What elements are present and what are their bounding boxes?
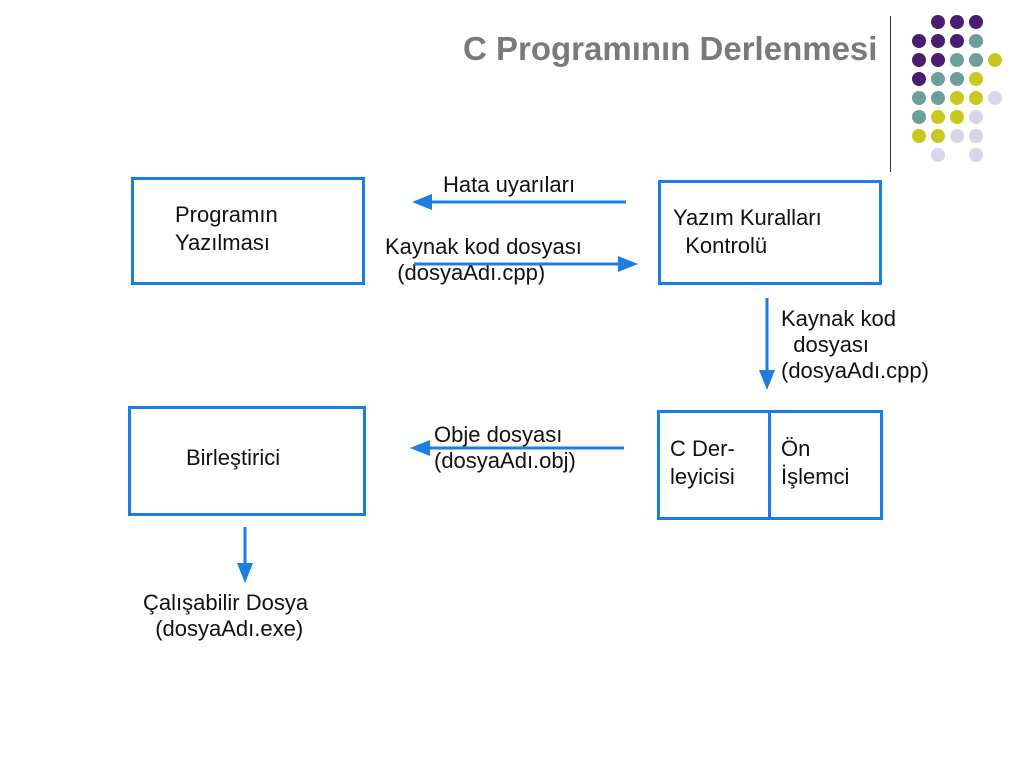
box-syntax-check (658, 180, 882, 285)
decorative-dot (931, 110, 945, 124)
arrow-errors-left (412, 194, 626, 210)
arrow-executable-down (237, 527, 253, 583)
decorative-dot (931, 148, 945, 162)
decorative-dot (931, 34, 945, 48)
label-executable: Çalışabilir Dosya (dosyaAdı.exe) (143, 590, 309, 641)
decorative-dot (969, 53, 983, 67)
decorative-dot (988, 91, 1002, 105)
arrow-source-down (759, 298, 775, 390)
decorative-dot (931, 53, 945, 67)
decorative-dot (912, 91, 926, 105)
decorative-dot (950, 110, 964, 124)
box-preprocessor-text: Ön İşlemci (781, 436, 850, 489)
decorative-dot (912, 129, 926, 143)
box-program-writing (131, 177, 365, 285)
box-linker-text: Birleştirici (186, 445, 281, 470)
decorative-dot (931, 72, 945, 86)
label-errors: Hata uyarıları (443, 172, 576, 197)
decorative-dot (988, 53, 1002, 67)
decorative-dot (950, 15, 964, 29)
decorative-dot (912, 34, 926, 48)
label-source-file-right: Kaynak kod dosyası (dosyaAdı.cpp) (781, 306, 929, 383)
decorative-dot (969, 34, 983, 48)
box-linker (128, 406, 366, 516)
box-divider (768, 410, 771, 520)
decorative-dot (950, 91, 964, 105)
decorative-dots (912, 15, 1002, 162)
decorative-dot (931, 91, 945, 105)
decorative-dot (969, 110, 983, 124)
decorative-dot (950, 72, 964, 86)
decorative-dot (969, 148, 983, 162)
decorative-dot (950, 129, 964, 143)
decorative-dot (969, 91, 983, 105)
box-syntax-check-text: Yazım Kuralları Kontrolü (673, 205, 822, 258)
decorative-dot (912, 110, 926, 124)
decorative-dot (969, 129, 983, 143)
arrow-source-right (414, 256, 638, 272)
decorative-dot (912, 53, 926, 67)
decorative-dot (931, 129, 945, 143)
title-divider (890, 16, 891, 172)
box-compiler-text: C Der- leyicisi (670, 436, 735, 489)
decorative-dot (931, 15, 945, 29)
slide-title: C Programının Derlenmesi (463, 30, 878, 67)
arrow-object-left (410, 440, 624, 456)
decorative-dot (969, 72, 983, 86)
decorative-dot (950, 53, 964, 67)
decorative-dot (912, 72, 926, 86)
box-program-writing-text: Programın Yazılması (175, 202, 278, 255)
label-object-file: Obje dosyası (dosyaAdı.obj) (434, 422, 576, 473)
decorative-dot (950, 34, 964, 48)
decorative-dot (969, 15, 983, 29)
